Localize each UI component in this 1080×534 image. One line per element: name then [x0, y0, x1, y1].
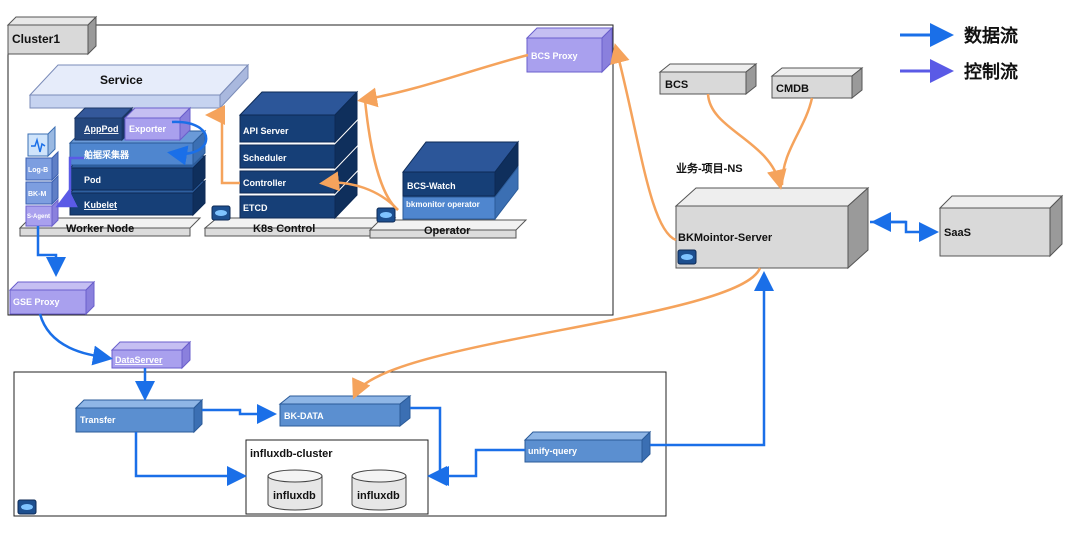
bcs-proxy: BCS Proxy: [525, 26, 614, 74]
layer-pod: Pod: [84, 175, 101, 185]
link-cmdb-server: [780, 97, 814, 186]
agent-log-b: Log-B: [28, 167, 48, 174]
link-agent-gse: [36, 226, 66, 277]
cmdb-label: CMDB: [776, 83, 809, 95]
unify-query: unify-query: [523, 430, 652, 464]
service-plate: Service: [28, 63, 250, 110]
link-unify-server: [650, 271, 774, 447]
layer-apppod: AppPod: [84, 124, 119, 134]
blue-links: [36, 120, 939, 486]
operator-node: BCS-Watch bkmonitor operator Operator: [368, 140, 528, 239]
operator-logo-icon: [376, 207, 396, 223]
link-controller-apppod: [205, 105, 240, 185]
layer-kubelet: Kubelet: [84, 200, 117, 210]
influxdb-node-1: [267, 469, 323, 511]
link-unify-influx: [429, 448, 525, 486]
cluster1-title-box: Cluster1: [6, 15, 98, 56]
data-cluster-logo-icon: [17, 499, 37, 515]
layer-collector: 舶据采集器: [84, 149, 130, 160]
link-collector-agent: [55, 156, 84, 208]
gse-proxy: GSE Proxy: [8, 280, 96, 316]
influxdb-cluster-label: influxdb-cluster: [250, 448, 333, 460]
worker-node-label: Worker Node: [66, 223, 134, 235]
k8s-scheduler: Scheduler: [243, 153, 287, 163]
k8s-logo-icon: [211, 205, 231, 221]
agent-s-agent: S-Agent: [27, 214, 50, 220]
agent-bk-m: BK-M: [28, 191, 46, 198]
cmdb-box: CMDB: [770, 66, 864, 100]
link-server-bkdata: [352, 267, 762, 400]
k8s-api-server: API Server: [243, 126, 289, 136]
link-exporter-collector: [167, 120, 208, 166]
bcs-label: BCS: [665, 79, 688, 91]
link-bcs-server: [706, 93, 787, 190]
ns-label: 业务-项目-NS: [676, 161, 743, 175]
bcs-proxy-label: BCS Proxy: [531, 51, 578, 61]
cluster1-frame: [7, 24, 614, 316]
legend-data-flow-label: 数据流: [964, 26, 1018, 47]
k8s-controller: Controller: [243, 178, 286, 188]
link-server-bcsproxy: [610, 43, 677, 242]
cluster1-title: Cluster1: [12, 32, 60, 46]
transfer-label: Transfer: [80, 415, 116, 425]
influxdb-cluster: influxdb-cluster influxdb influxdb: [245, 439, 429, 515]
link-operator-k8s: [363, 99, 399, 211]
bkmonitor-server-label: BKMointor-Server: [678, 232, 773, 244]
bk-data-label: BK-DATA: [284, 411, 324, 421]
influxdb-node-2: [351, 469, 407, 511]
worker-stack: [68, 106, 207, 217]
link-gse-dataserver: [38, 313, 113, 366]
saas-box: SaaS: [938, 194, 1064, 258]
server-logo-icon: [677, 249, 697, 265]
link-transfer-bkdata: [202, 404, 277, 424]
legend: [900, 23, 954, 83]
k8s-etcd: ETCD: [243, 203, 268, 213]
layer-exporter: Exporter: [129, 124, 167, 134]
bcs-box: BCS: [658, 62, 758, 96]
influxdb-label-2: influxdb: [357, 490, 400, 502]
orange-links: [205, 43, 814, 400]
service-label: Service: [100, 73, 143, 87]
link-bcsproxy-k8s: [357, 53, 529, 108]
link-transfer-influx: [134, 432, 247, 486]
dataserver-label: DataServer: [115, 355, 163, 365]
dataserver: DataServer: [110, 340, 192, 370]
operator-label: Operator: [424, 225, 471, 237]
saas-label: SaaS: [944, 227, 971, 239]
operator-bcs-watch: BCS-Watch: [407, 181, 456, 191]
link-operator-controller: [319, 171, 399, 211]
bk-data: BK-DATA: [278, 394, 412, 428]
influxdb-label-1: influxdb: [273, 490, 316, 502]
bkmonitor-server: BKMointor-Server: [674, 186, 870, 270]
k8s-control-label: K8s Control: [253, 223, 315, 235]
transfer: Transfer: [74, 398, 204, 434]
gse-proxy-label: GSE Proxy: [13, 297, 60, 307]
operator-bkmonitor-operator: bkmonitor operator: [406, 200, 480, 209]
worker-node: AppPod Exporter 舶据采集器 Pod Kubelet Log-B …: [18, 106, 207, 237]
agent-stack: [25, 125, 59, 228]
unify-query-label: unify-query: [528, 446, 577, 456]
link-server-saas: [870, 220, 939, 242]
legend-control-flow-label: 控制流: [964, 62, 1018, 83]
